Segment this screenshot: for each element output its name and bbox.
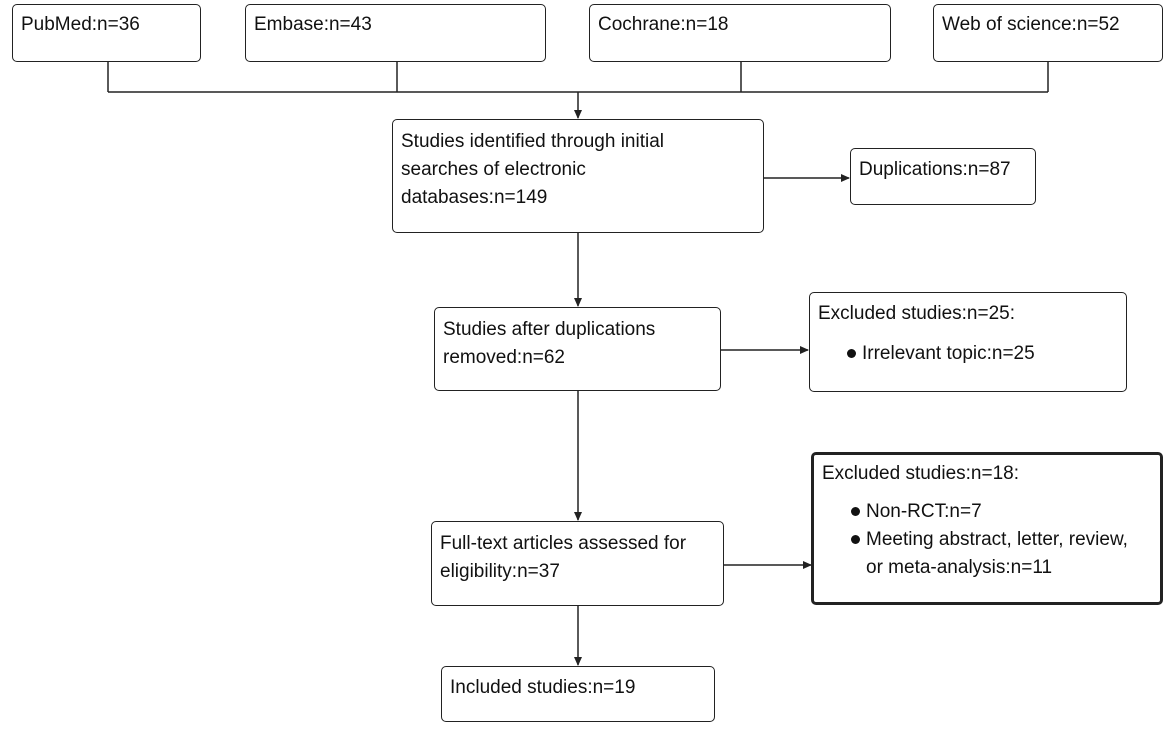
duplications-label: Duplications:n=87 — [859, 159, 1011, 180]
full-text-line: eligibility:n=37 — [440, 561, 560, 582]
excluded-box-2: Excluded studies:n=18: Non-RCT:n=7 Meeti… — [811, 452, 1163, 605]
identified-line: databases:n=149 — [401, 187, 548, 208]
source-label: Embase:n=43 — [254, 14, 372, 35]
excluded-heading: Excluded studies:n=25: — [818, 303, 1015, 324]
full-text-line: Full-text articles assessed for — [440, 533, 687, 554]
excluded-reason: Irrelevant topic:n=25 — [818, 340, 1118, 368]
after-duplicates-line: removed:n=62 — [443, 347, 565, 368]
source-box-web-of-science: Web of science:n=52 — [933, 4, 1163, 62]
identified-box: Studies identified through initial searc… — [392, 119, 764, 233]
source-box-embase: Embase:n=43 — [245, 4, 546, 62]
identified-line: searches of electronic — [401, 159, 586, 180]
excluded-reason: Non-RCT:n=7 — [822, 498, 1152, 526]
source-label: Cochrane:n=18 — [598, 14, 729, 35]
duplications-box: Duplications:n=87 — [850, 148, 1036, 205]
full-text-box: Full-text articles assessed for eligibil… — [431, 521, 724, 606]
source-label: Web of science:n=52 — [942, 14, 1120, 35]
excluded-heading: Excluded studies:n=18: — [822, 463, 1019, 484]
included-label: Included studies:n=19 — [450, 677, 636, 698]
excluded-reason: Meeting abstract, letter, review, or met… — [822, 526, 1152, 582]
after-duplicates-box: Studies after duplications removed:n=62 — [434, 307, 721, 391]
source-label: PubMed:n=36 — [21, 14, 140, 35]
identified-line: Studies identified through initial — [401, 131, 665, 152]
source-box-cochrane: Cochrane:n=18 — [589, 4, 891, 62]
after-duplicates-line: Studies after duplications — [443, 319, 656, 340]
excluded-box-1: Excluded studies:n=25: Irrelevant topic:… — [809, 292, 1127, 392]
included-box: Included studies:n=19 — [441, 666, 715, 722]
excluded-reasons: Non-RCT:n=7 Meeting abstract, letter, re… — [822, 498, 1152, 582]
source-box-pubmed: PubMed:n=36 — [12, 4, 201, 62]
excluded-reasons: Irrelevant topic:n=25 — [818, 340, 1118, 368]
